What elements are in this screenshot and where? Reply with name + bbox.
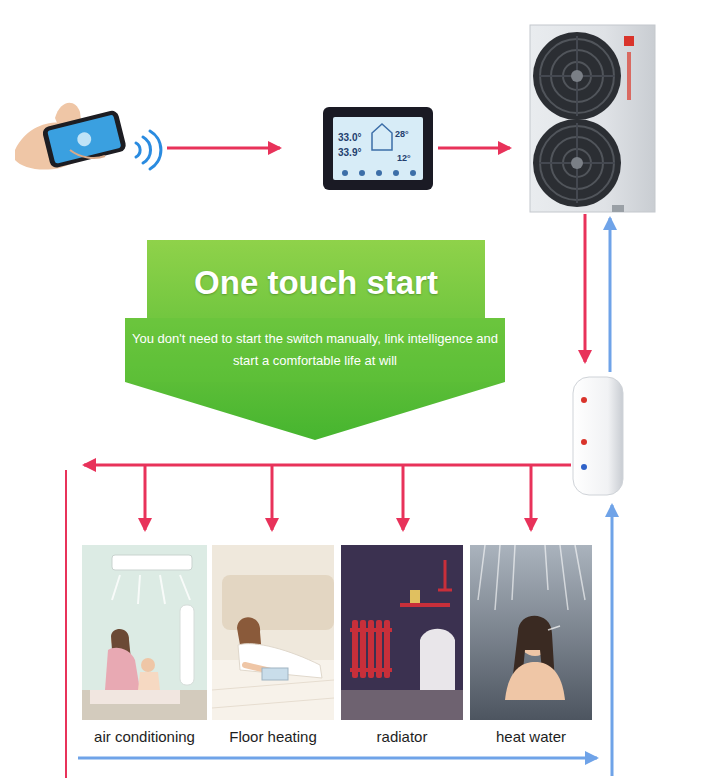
photo-shower xyxy=(470,545,592,720)
return-arrow xyxy=(609,218,612,372)
water-tank xyxy=(573,377,623,495)
drawing-part xyxy=(400,603,450,607)
flow-line xyxy=(65,470,67,778)
panel-caption: air conditioning xyxy=(72,728,217,745)
drawing-part xyxy=(342,170,348,176)
drawing-part xyxy=(581,439,587,445)
drawing-part xyxy=(420,629,455,690)
heat-pump xyxy=(530,25,655,212)
drawing-part xyxy=(333,117,423,180)
drawing-part xyxy=(180,605,194,685)
photo-panel: air conditioning xyxy=(82,545,207,750)
drawing-part xyxy=(573,377,623,495)
screen-reading: 33.0° xyxy=(338,132,361,143)
drawing-part xyxy=(222,575,334,630)
drawing-part xyxy=(359,170,365,176)
drawing-part xyxy=(82,690,207,720)
drawing-part xyxy=(581,397,587,403)
panel-caption: Floor heating xyxy=(202,728,344,745)
drawing-part xyxy=(539,123,615,203)
panel-caption: radiator xyxy=(331,728,473,745)
controller-screen: 33.0° 33.9° 28° 12° xyxy=(323,107,433,190)
controller xyxy=(323,107,433,190)
drawing-part xyxy=(41,109,127,169)
flow-arrow xyxy=(584,214,587,362)
flow-arrow xyxy=(84,464,571,467)
drawing-part xyxy=(90,690,180,704)
flow-arrow xyxy=(402,466,405,530)
drawing-part xyxy=(612,205,624,212)
flow-arrow xyxy=(271,466,274,530)
panel-caption: heat water xyxy=(460,728,602,745)
drawing-part xyxy=(478,545,585,610)
drawing-part xyxy=(212,680,334,708)
drawing-part xyxy=(505,662,565,700)
drawing-part xyxy=(70,150,105,158)
photo-floor-heating xyxy=(212,545,334,720)
banner-title: One touch start xyxy=(147,264,485,302)
drawing-part xyxy=(138,672,160,690)
drawing-part xyxy=(393,170,399,176)
screen-reading: 33.9° xyxy=(338,147,361,158)
photo-panel: heat water xyxy=(470,545,592,750)
flow-arrow xyxy=(438,147,510,150)
drawing-part xyxy=(410,590,420,603)
drawing-part xyxy=(410,170,416,176)
drawing-part xyxy=(350,620,392,678)
return-arrow xyxy=(78,757,597,760)
drawing-part xyxy=(548,626,560,630)
banner-subtitle: You don't need to start the switch manua… xyxy=(131,328,499,372)
drawing-part xyxy=(47,114,121,163)
banner-band xyxy=(125,318,505,382)
drawing-part xyxy=(533,32,621,120)
drawing-part xyxy=(136,143,140,157)
drawing-part xyxy=(438,560,452,590)
flow-arrow xyxy=(167,147,280,150)
drawing-part xyxy=(323,107,433,190)
drawing-part xyxy=(571,157,583,169)
drawing-part xyxy=(112,575,190,604)
drawing-part xyxy=(262,668,288,680)
drawing-part xyxy=(76,131,93,148)
hand-phone xyxy=(15,103,127,170)
drawing-part xyxy=(141,658,155,672)
flow-arrow xyxy=(530,466,533,530)
photo-panel: radiator xyxy=(341,545,463,750)
photo-air-conditioning xyxy=(82,545,207,720)
banner-outline xyxy=(125,240,505,440)
drawing-part xyxy=(112,555,192,570)
drawing-part xyxy=(581,464,587,470)
flow-arrow xyxy=(144,466,147,530)
return-arrow xyxy=(611,505,614,776)
photo-panel: Floor heating xyxy=(212,545,334,750)
drawing-part xyxy=(41,109,127,169)
drawing-part xyxy=(212,545,334,720)
photo-radiator xyxy=(341,545,463,720)
drawing-part xyxy=(350,668,392,672)
drawing-part xyxy=(376,170,382,176)
drawing-part xyxy=(624,36,634,46)
drawing-part xyxy=(105,648,140,690)
drawing-part xyxy=(533,119,621,207)
drawing-part xyxy=(82,545,207,720)
drawing-part xyxy=(571,70,583,82)
screen-reading: 28° xyxy=(395,129,409,139)
wifi-waves xyxy=(136,131,161,169)
drawing-part xyxy=(372,124,392,150)
screen-reading: 12° xyxy=(397,153,411,163)
drawing-part xyxy=(530,25,655,212)
drawing-part xyxy=(627,52,631,100)
drawing-part xyxy=(341,545,463,720)
drawing-part xyxy=(470,545,592,720)
drawing-part xyxy=(341,690,463,720)
drawing-part xyxy=(143,137,151,163)
banner-arrow: One touch startYou don't need to start t… xyxy=(125,240,505,440)
drawing-part xyxy=(350,628,392,632)
drawing-part xyxy=(150,131,161,169)
drawing-part xyxy=(539,36,615,116)
